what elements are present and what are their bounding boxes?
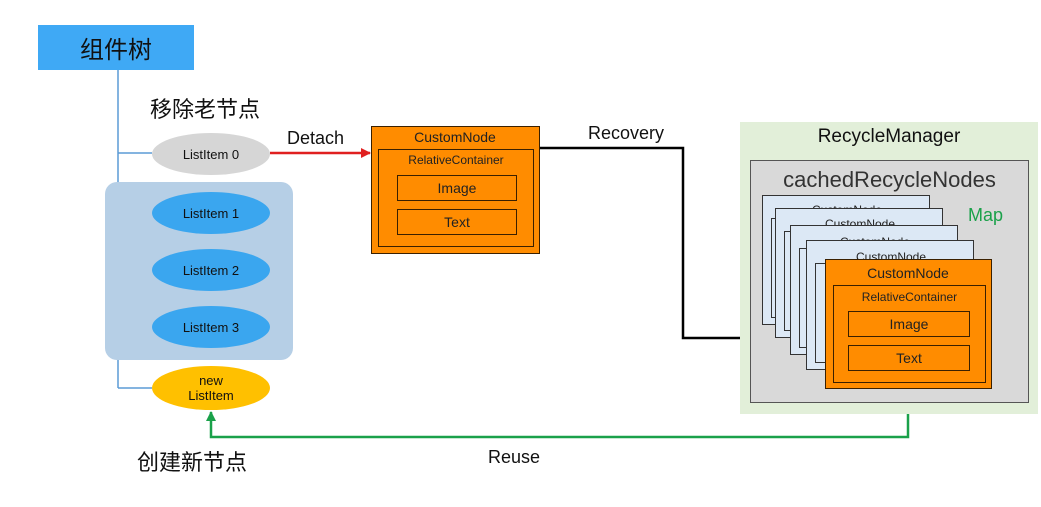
new-list-item-line1: new [199, 373, 223, 388]
list-item-0: ListItem 0 [152, 133, 270, 175]
detached-custom-node-title: CustomNode [414, 129, 496, 145]
map-label: Map [968, 205, 1004, 225]
cached-relative-container: RelativeContainer Image Text [833, 285, 986, 383]
recycle-manager-title: RecycleManager [817, 126, 961, 147]
cached-relative-container-title: RelativeContainer [861, 290, 958, 304]
list-item-1: ListItem 1 [152, 192, 270, 234]
cached-image-cell: Image [848, 311, 970, 337]
detached-custom-node: CustomNode RelativeContainer Image Text [371, 126, 540, 254]
detached-text-cell: Text [397, 209, 517, 235]
create-new-node-label: 创建新节点 [137, 450, 248, 475]
new-list-item: new ListItem [152, 366, 270, 410]
component-tree-title: 组件树 [38, 25, 194, 70]
recovery-label: Recovery [588, 123, 665, 143]
cached-text-cell: Text [848, 345, 970, 371]
remove-old-node-label: 移除老节点 [150, 97, 261, 122]
cached-custom-node-title: CustomNode [867, 265, 949, 281]
detached-relative-container-title: RelativeContainer [408, 153, 504, 167]
detached-relative-container: RelativeContainer Image Text [378, 149, 534, 247]
list-item-3: ListItem 3 [152, 306, 270, 348]
cached-recycle-nodes-title: cachedRecycleNodes [783, 167, 996, 192]
reuse-label: Reuse [488, 447, 541, 467]
list-item-2: ListItem 2 [152, 249, 270, 291]
detached-image-cell: Image [397, 175, 517, 201]
new-list-item-line2: ListItem [188, 388, 234, 403]
cached-custom-node: CustomNode RelativeContainer Image Text [825, 259, 992, 389]
detach-label: Detach [287, 128, 345, 148]
